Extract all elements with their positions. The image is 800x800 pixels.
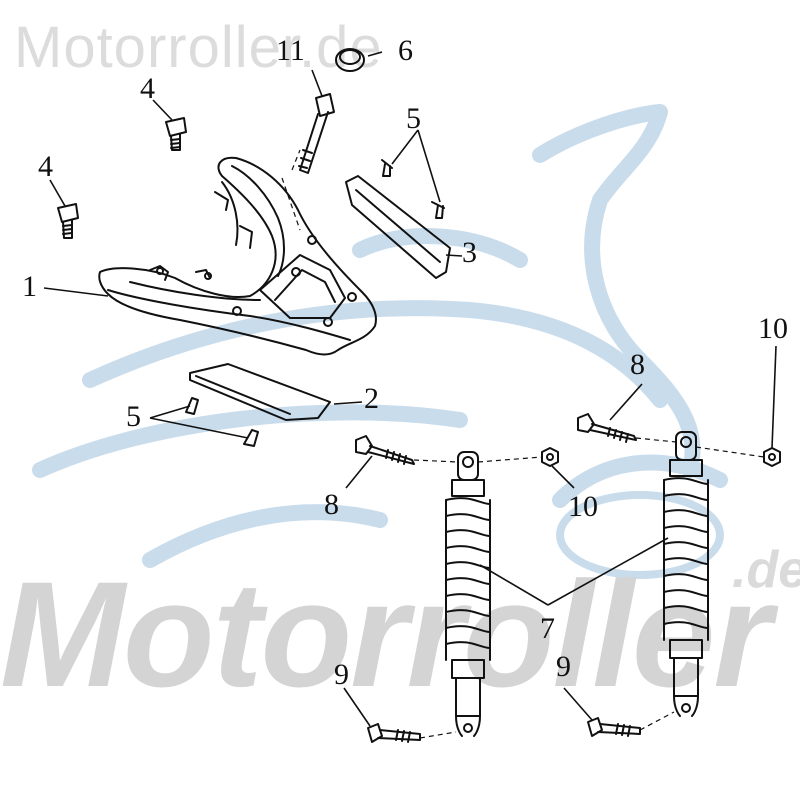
watermark-suffix-text: .de — [732, 541, 800, 599]
callout-3: 3 — [462, 236, 477, 269]
callout-5-lower: 5 — [126, 400, 141, 433]
callout-7: 7 — [540, 612, 555, 645]
bolt-4-upper-icon — [165, 117, 187, 151]
side-plate-icon — [345, 175, 451, 279]
callout-4-lower: 4 — [38, 150, 53, 183]
callout-10-right: 10 — [758, 312, 788, 345]
screw-5-lower-icon — [185, 397, 259, 447]
pin-11-icon — [298, 93, 335, 174]
bolt-8-left-icon — [355, 435, 415, 465]
callout-9-right: 9 — [556, 650, 571, 683]
callout-4-upper: 4 — [140, 72, 155, 105]
callout-8-right: 8 — [630, 348, 645, 381]
callout-2: 2 — [364, 382, 379, 415]
callout-8-left: 8 — [324, 488, 339, 521]
bolt-9-left-icon — [367, 723, 421, 743]
lower-plate-icon — [189, 363, 331, 421]
screw-5-upper-icon — [381, 159, 445, 219]
callout-10-left: 10 — [568, 490, 598, 523]
callout-6: 6 — [398, 34, 413, 67]
rear-carrier-icon — [98, 156, 377, 356]
bolt-4-lower-icon — [57, 203, 79, 239]
bolt-8-right-icon — [577, 413, 637, 443]
bolt-9-right-icon — [587, 717, 641, 737]
callout-9-left: 9 — [334, 658, 349, 691]
callout-1: 1 — [22, 270, 37, 303]
shock-absorber-left-icon — [445, 451, 491, 737]
callout-5-upper: 5 — [406, 102, 421, 135]
shock-absorber-right-icon — [663, 431, 709, 717]
watermark-main-text: Motorroller — [0, 550, 772, 718]
nut-10-left-icon — [541, 447, 559, 467]
callout-11: 11 — [276, 34, 305, 67]
nut-10-right-icon — [763, 447, 781, 467]
watermark-top-text: Motorroller.de — [14, 15, 383, 80]
